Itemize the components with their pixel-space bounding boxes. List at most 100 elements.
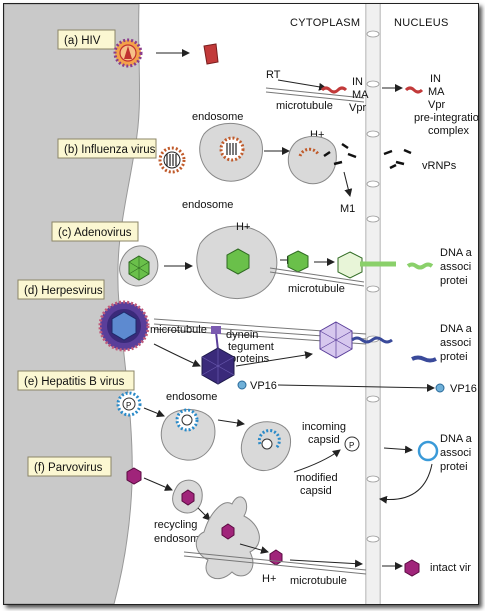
vpr-nuc-label: Vpr xyxy=(428,99,445,111)
influenza-virion-icon xyxy=(158,146,186,174)
figure-frame: CYTOPLASM NUCLEUS (a) HIV (b) Influenza … xyxy=(3,3,479,605)
hbv-npc-capsid-icon: P xyxy=(344,436,360,452)
influenza-endosome-virion-icon xyxy=(219,136,245,162)
herpesvirus-virion-icon xyxy=(98,300,150,352)
dna-e-label-2: associ xyxy=(440,447,471,459)
parvovirus-virion-icon xyxy=(126,467,142,485)
hbv-recycle-arrow xyxy=(379,463,433,504)
hbv-import-arrow xyxy=(383,445,413,454)
vp16-nuc-label: VP16 xyxy=(450,383,477,395)
dynein-label: dynein xyxy=(226,329,258,341)
nucleus-header: NUCLEUS xyxy=(394,17,449,29)
hbv-p-label: P xyxy=(126,401,131,410)
parvovirus-recycling-icon xyxy=(221,523,235,540)
microtubule-c-line1 xyxy=(269,267,365,283)
vp16-nuc-icon xyxy=(435,383,445,393)
h-plus-f-label: H+ xyxy=(262,573,276,585)
incoming-label-1: incoming xyxy=(302,421,346,433)
h-plus-c-label: H+ xyxy=(236,221,250,233)
parvovirus-label: (f) Parvovirus xyxy=(34,462,103,474)
hiv-label: (a) HIV xyxy=(64,35,101,47)
herpes-dna-nuc-icon xyxy=(411,355,437,363)
dna-d-label-1: DNA a xyxy=(440,323,473,335)
tegument-label-2: proteins xyxy=(230,353,270,365)
dynein-motor-icon xyxy=(211,326,221,351)
influenza-fusing-icon xyxy=(298,147,320,157)
endosome-e-shape xyxy=(160,409,216,461)
microtubule-a-label: microtubule xyxy=(276,100,333,112)
endosome-b-label: endosome xyxy=(192,111,243,123)
adenovirus-label: (c) Adenovirus xyxy=(58,227,132,239)
herpesvirus-label-box xyxy=(17,279,105,300)
herpes-capsid-icon xyxy=(201,347,235,385)
hbv-arrow-1 xyxy=(143,407,165,418)
dna-c-label-3: protei xyxy=(440,275,468,287)
hbv-arrow-3 xyxy=(293,449,341,473)
incoming-label-2: capsid xyxy=(308,434,340,446)
parvo-arrow-2 xyxy=(197,507,211,521)
hbv-fusing-icon xyxy=(257,429,281,450)
influenza-label-box xyxy=(57,138,157,159)
vp16-cyto-label: VP16 xyxy=(250,380,277,392)
adeno-dna-nuc-icon xyxy=(406,262,434,270)
hbv-npc-p-label: P xyxy=(349,441,354,450)
vrnps-icon xyxy=(323,142,412,170)
hbv-genome-icon xyxy=(417,440,439,462)
hepatitis-b-label-box xyxy=(17,370,135,391)
dna-c-label-2: associ xyxy=(440,261,471,273)
pic-cyto-icon xyxy=(320,86,348,94)
in-nuc-label: IN xyxy=(430,73,441,85)
microtubule-a-line1 xyxy=(265,87,365,99)
dna-e-label-3: protei xyxy=(440,461,468,473)
parvovirus-label-box xyxy=(27,456,112,477)
endosome-e-label: endosome xyxy=(166,391,217,403)
parvo-arrow-4 xyxy=(289,559,363,568)
vrnps-label: vRNPs xyxy=(422,160,457,172)
influenza-label: (b) Influenza virus xyxy=(64,144,156,156)
hiv-virion-icon xyxy=(113,38,143,68)
dna-d-label-3: protei xyxy=(440,351,468,363)
parvovirus-nuc-icon xyxy=(404,559,420,577)
ma-cyto-label: MA xyxy=(352,89,369,101)
herpes-arrow-2 xyxy=(235,351,313,367)
tegument-label-1: tegument xyxy=(228,341,274,353)
m1-label: M1 xyxy=(340,203,355,215)
microtubule-c-label: microtubule xyxy=(288,283,345,295)
preint-label-2: complex xyxy=(428,125,469,137)
microtubule-d-label: microtubule xyxy=(150,324,207,336)
microtubule-a-line2 xyxy=(265,91,365,103)
microtubule-f-label: microtubule xyxy=(290,575,347,587)
hbv-endosome-virion-icon xyxy=(175,408,199,432)
hbv-arrow-2 xyxy=(217,418,245,427)
intact-label: intact vir xyxy=(430,562,471,574)
hepatitis-b-label: (e) Hepatitis B virus xyxy=(24,376,125,388)
parvovirus-endosome-icon xyxy=(181,489,195,506)
rt-arrow xyxy=(277,79,327,91)
endosome-c-label: endosome xyxy=(182,199,233,211)
herpes-arrow-1 xyxy=(153,343,201,367)
microtubule-f-line1 xyxy=(183,551,367,571)
adenovirus-capsid-icon xyxy=(287,250,309,273)
herpes-npc-capsid-icon xyxy=(319,321,353,359)
vp16-cyto-icon xyxy=(237,380,247,390)
dna-c-label-1: DNA a xyxy=(440,247,473,259)
nuclear-envelope xyxy=(365,4,381,604)
herpesvirus-label: (d) Herpesvirus xyxy=(24,285,103,297)
endosome-b2-shape xyxy=(287,136,337,185)
adenovirus-virion-icon xyxy=(128,255,150,281)
adenovirus-label-box xyxy=(51,221,139,242)
preint-label-1: pre-integration xyxy=(414,112,478,124)
hiv-label-box xyxy=(57,29,116,50)
recycling-label-2: endosome xyxy=(154,533,205,545)
cytoplasm-header: CYTOPLASM xyxy=(290,17,360,29)
ma-nuc-label: MA xyxy=(428,86,445,98)
vp16-arrow xyxy=(277,383,435,392)
parvo-arrow-3 xyxy=(239,543,269,554)
in-cyto-label: IN xyxy=(352,76,363,88)
recycling-label-1: recycling xyxy=(154,519,197,531)
dna-d-label-2: associ xyxy=(440,337,471,349)
parvo-arrow-1 xyxy=(143,477,173,491)
adenovirus-npc-capsid-icon xyxy=(337,251,363,279)
hiv-capsid-icon xyxy=(203,43,219,65)
m1-arrow xyxy=(343,171,353,197)
